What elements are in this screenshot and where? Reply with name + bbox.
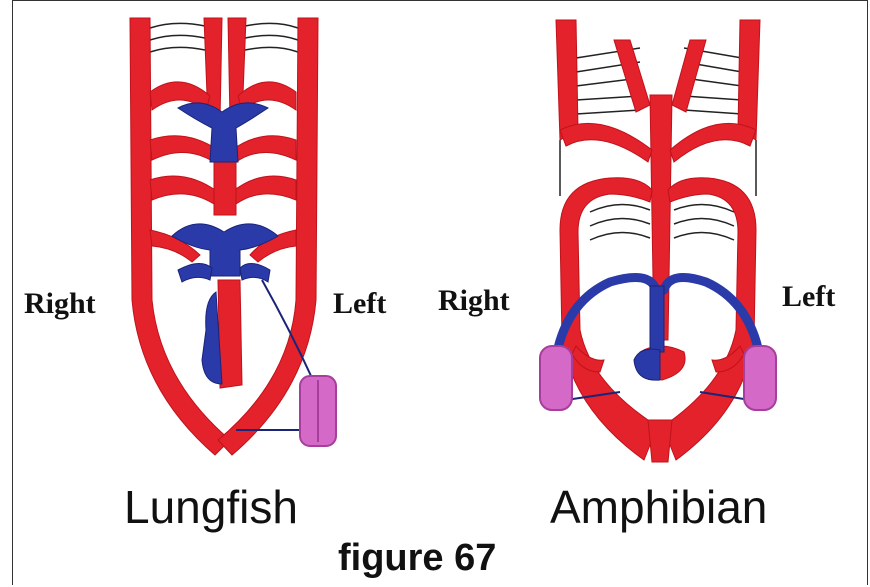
amphibian-left-label: Left <box>782 280 835 314</box>
lungfish-diagram <box>130 18 336 455</box>
lungfish-gill-capillaries <box>150 23 298 52</box>
lungfish-lung <box>300 376 336 446</box>
amphibian-lung-left <box>744 346 776 410</box>
amphibian-right-label: Right <box>438 284 510 318</box>
lungfish-left-label: Left <box>333 287 386 321</box>
amphibian-heart <box>634 286 664 380</box>
amphibian-lung-right <box>540 346 572 410</box>
amphibian-diagram <box>540 20 776 462</box>
amphibian-title: Amphibian <box>550 480 767 534</box>
lungfish-title: Lungfish <box>124 480 298 534</box>
lungfish-right-label: Right <box>24 287 96 321</box>
figure-caption: figure 67 <box>338 537 496 580</box>
